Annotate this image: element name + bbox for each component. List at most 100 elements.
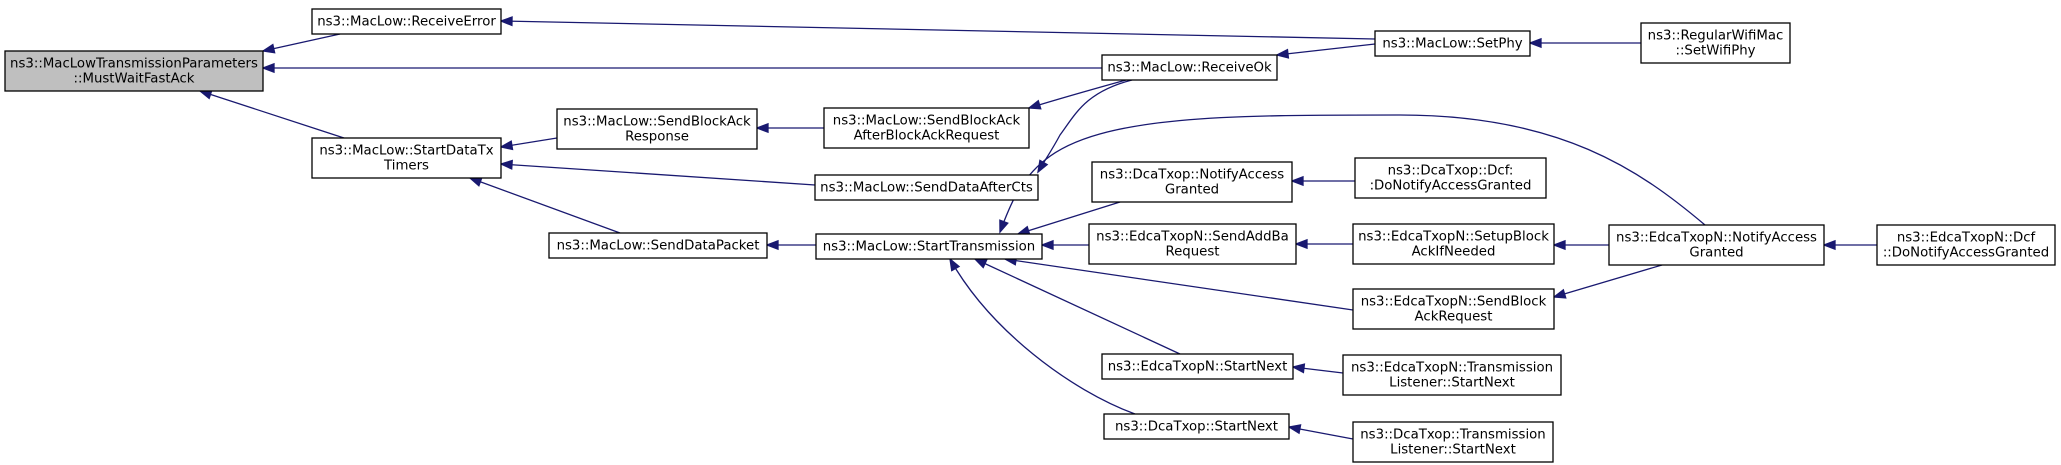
arrowhead-icon (1291, 363, 1306, 374)
node-start-transmission[interactable]: ns3::MacLow::StartTransmission (815, 233, 1043, 260)
node-label-line: ns3::DcaTxop::StartNext (1115, 420, 1278, 435)
node-box (1352, 421, 1554, 463)
node-box (311, 137, 502, 179)
node-label-line: ns3::MacLow::StartDataTx (319, 144, 493, 159)
node-dca-do-notify[interactable]: ns3::DcaTxop::Dcf::DoNotifyAccessGranted (1354, 157, 1547, 199)
node-edca-do-notify[interactable]: ns3::EdcaTxopN::Dcf::DoNotifyAccessGrant… (1876, 224, 2056, 266)
arrowhead-icon (1552, 288, 1567, 299)
node-box (1352, 223, 1555, 265)
edge-line (262, 33, 341, 52)
arrowhead-icon (499, 159, 513, 170)
edge-edca-notify-access-to-edca-setup-block (1552, 239, 1609, 251)
node-label-line: Listener::StartNext (1389, 376, 1515, 391)
arrowhead-icon (261, 43, 276, 54)
edge-send-block-ack-after-to-send-block-ack-response (755, 122, 824, 134)
edge-line (500, 20, 1376, 40)
node-label-line: ns3::EdcaTxopN::SetupBlock (1358, 230, 1549, 245)
edge-dca-do-notify-to-dca-notify-access (1290, 175, 1355, 187)
edge-line (1553, 264, 1663, 298)
arrowhead-icon (468, 177, 483, 187)
node-label-line: ns3::EdcaTxopN::Transmission (1351, 361, 1553, 376)
edge-dca-start-next-to-start-transmission (949, 257, 1136, 415)
node-box (823, 107, 1030, 149)
edge-set-phy-to-receive-ok (1275, 43, 1376, 59)
node-box (4, 50, 264, 92)
node-dca-notify-access[interactable]: ns3::DcaTxop::NotifyAccessGranted (1091, 161, 1293, 203)
node-label-line: AckIfNeeded (1412, 245, 1496, 260)
node-label-line: Timers (383, 159, 429, 174)
node-dca-listener-start-next[interactable]: ns3::DcaTxop::TransmissionListener::Star… (1352, 421, 1554, 463)
graph-nodes: ns3::MacLowTransmissionParameters::MustW… (4, 8, 2056, 463)
arrowhead-icon (1040, 239, 1054, 251)
arrowhead-icon (765, 239, 779, 251)
edge-line (949, 258, 1136, 415)
node-label-line: ::SetWifiPhy (1675, 44, 1755, 59)
node-label-line: ns3::MacLow::SendDataAfterCts (820, 181, 1033, 196)
node-label-line: ns3::EdcaTxopN::StartNext (1108, 360, 1288, 375)
node-box (1354, 157, 1547, 199)
arrowhead-icon (1822, 239, 1836, 251)
edge-edca-listener-start-next-to-edca-start-next (1291, 363, 1344, 374)
node-box (814, 174, 1039, 201)
edge-line (999, 114, 1706, 233)
edge-line (1037, 79, 1133, 173)
node-box (1088, 223, 1297, 265)
node-set-wifi-phy[interactable]: ns3::RegularWifiMac::SetWifiPhy (1640, 22, 1791, 64)
node-label-line: ns3::EdcaTxopN::SendBlock (1361, 295, 1547, 310)
node-label-line: ns3::EdcaTxopN::Dcf (1897, 231, 2036, 246)
node-receive-ok[interactable]: ns3::MacLow::ReceiveOk (1101, 54, 1278, 81)
node-label-line: ns3::DcaTxop::NotifyAccess (1100, 168, 1284, 183)
node-box (1101, 54, 1278, 81)
arrowhead-icon (1528, 37, 1542, 49)
node-box (1101, 353, 1294, 380)
node-edca-start-next[interactable]: ns3::EdcaTxopN::StartNext (1101, 353, 1294, 380)
node-edca-listener-start-next[interactable]: ns3::EdcaTxopN::TransmissionListener::St… (1342, 354, 1562, 396)
node-label-line: ns3::EdcaTxopN::SendAddBa (1096, 230, 1289, 245)
node-box (1342, 354, 1562, 396)
edge-edca-notify-access-to-start-transmission (999, 114, 1706, 234)
node-receive-error[interactable]: ns3::MacLow::ReceiveError (311, 8, 502, 35)
graph-edges (198, 16, 1877, 440)
node-send-data-packet[interactable]: ns3::MacLow::SendDataPacket (548, 232, 768, 259)
arrowhead-icon (499, 16, 513, 27)
node-root[interactable]: ns3::MacLowTransmissionParameters::MustW… (4, 50, 264, 92)
node-label-line: Granted (1165, 183, 1219, 198)
edge-edca-notify-access-to-edca-send-block-ack (1552, 264, 1663, 299)
node-label-line: AckRequest (1415, 310, 1493, 325)
arrowhead-icon (1294, 238, 1308, 250)
node-label-line: AfterBlockAckRequest (854, 129, 1000, 144)
node-set-phy[interactable]: ns3::MacLow::SetPhy (1374, 30, 1531, 57)
edge-line (1004, 258, 1354, 311)
arrowhead-icon (999, 219, 1009, 234)
node-label-line: ns3::MacLowTransmissionParameters (10, 57, 258, 72)
node-send-data-after-cts[interactable]: ns3::MacLow::SendDataAfterCts (814, 174, 1039, 201)
edge-send-data-packet-to-start-data-tx-timers (468, 177, 621, 234)
edge-send-block-ack-response-to-start-data-tx-timers (499, 137, 558, 151)
node-label-line: Response (625, 130, 689, 145)
edge-edca-setup-block-to-edca-send-addba (1294, 238, 1353, 250)
node-label-line: ::DoNotifyAccessGranted (1883, 246, 2049, 261)
edge-line (1276, 43, 1376, 56)
node-dca-start-next[interactable]: ns3::DcaTxop::StartNext (1103, 413, 1290, 440)
node-label-line: ns3::MacLow::SendBlockAck (833, 114, 1021, 129)
arrowhead-icon (949, 257, 961, 272)
node-label-line: Request (1165, 245, 1219, 260)
node-label-line: ns3::DcaTxop::Dcf: (1388, 164, 1514, 179)
arrowhead-icon (755, 122, 769, 134)
node-label-line: ns3::MacLow::SendBlockAck (563, 115, 751, 130)
node-edca-notify-access[interactable]: ns3::EdcaTxopN::NotifyAccessGranted (1608, 224, 1825, 266)
node-send-block-ack-after[interactable]: ns3::MacLow::SendBlockAckAfterBlockAckRe… (823, 107, 1030, 149)
arrowhead-icon (261, 62, 275, 74)
node-label-line: ns3::MacLow::StartTransmission (823, 240, 1036, 255)
edge-dca-listener-start-next-to-dca-start-next (1287, 424, 1354, 440)
node-box (548, 232, 768, 259)
node-label-line: ns3::MacLow::ReceiveError (317, 15, 496, 30)
edge-receive-ok-to-send-block-ack-after (1027, 79, 1127, 110)
edge-receive-error-to-root (261, 33, 341, 54)
